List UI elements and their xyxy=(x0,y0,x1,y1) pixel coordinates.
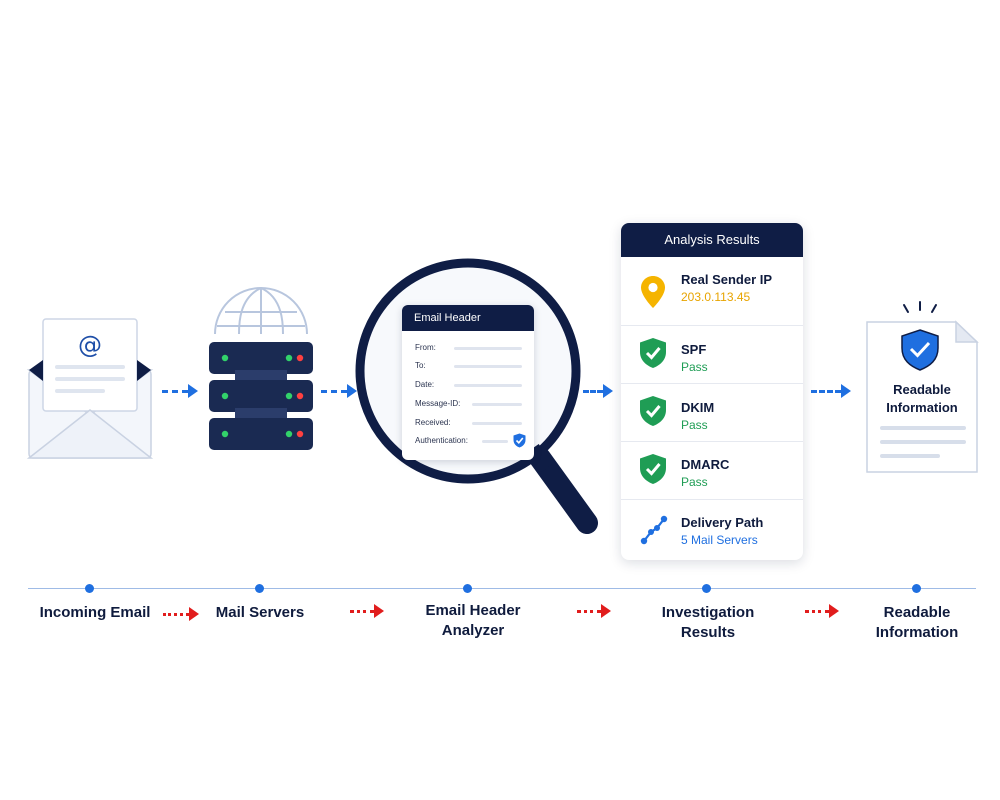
dmarc-label: DMARC xyxy=(681,457,730,472)
step-investigation-results-line2: Results xyxy=(680,624,736,641)
step-email-header-analyzer: Email Header Analyzer xyxy=(403,601,543,641)
sender-ip-value: 203.0.113.45 xyxy=(681,290,751,304)
red-flow-arrowhead-4 xyxy=(829,604,839,618)
timeline-dot-5 xyxy=(912,584,921,593)
red-flow-arrow-4 xyxy=(805,610,829,613)
header-field-message-id-line xyxy=(472,403,522,406)
flow-arrowhead-3 xyxy=(603,384,613,398)
result-row-dkim: DKIM Pass xyxy=(621,383,803,441)
header-field-from: From: xyxy=(415,343,436,352)
result-row-spf: SPF Pass xyxy=(621,325,803,383)
header-field-received: Received: xyxy=(415,418,451,427)
email-header-card: Email Header From: To: Date: Message-ID:… xyxy=(402,305,534,460)
step-readable-information: Readable Information xyxy=(852,603,982,643)
red-flow-arrow-2 xyxy=(350,610,374,613)
timeline-line xyxy=(28,588,976,589)
dkim-label: DKIM xyxy=(681,400,715,415)
delivery-path-value: 5 Mail Servers xyxy=(681,533,758,547)
shield-check-icon xyxy=(640,454,666,484)
document-title-line2: Information xyxy=(886,400,958,415)
header-field-received-line xyxy=(472,422,522,425)
red-flow-arrowhead-3 xyxy=(601,604,611,618)
document-icon xyxy=(866,301,979,473)
step-email-header-analyzer-line1: Email Header xyxy=(425,602,521,619)
path-nodes-icon xyxy=(640,515,668,545)
incoming-email-envelope: @ xyxy=(25,315,155,465)
flow-arrowhead-4 xyxy=(841,384,851,398)
delivery-path-label: Delivery Path xyxy=(681,515,764,530)
header-field-date: Date: xyxy=(415,380,435,389)
step-email-header-analyzer-line2: Analyzer xyxy=(441,622,505,639)
red-flow-arrowhead-1 xyxy=(189,607,199,621)
step-incoming-email-line1: Incoming Email xyxy=(39,604,151,621)
analysis-results-panel: Analysis Results Real Sender IP 203.0.11… xyxy=(621,223,803,560)
flow-arrow-3 xyxy=(583,390,603,393)
header-field-date-line xyxy=(454,384,522,387)
step-readable-information-line1: Readable xyxy=(883,604,951,621)
dkim-value: Pass xyxy=(681,418,708,432)
spf-value: Pass xyxy=(681,360,708,374)
document-title-line1: Readable xyxy=(893,382,951,397)
step-mail-servers-line1: Mail Servers xyxy=(215,604,305,621)
red-flow-arrowhead-2 xyxy=(374,604,384,618)
email-header-title: Email Header xyxy=(402,305,534,331)
result-row-delivery-path: Delivery Path 5 Mail Servers xyxy=(621,499,803,560)
spf-label: SPF xyxy=(681,342,707,357)
header-field-to-line xyxy=(454,365,522,368)
red-flow-arrow-3 xyxy=(577,610,601,613)
header-field-authentication-line xyxy=(482,440,508,443)
header-field-authentication: Authentication: xyxy=(415,436,468,445)
step-investigation-results: Investigation Results xyxy=(638,603,778,643)
dmarc-value: Pass xyxy=(681,475,708,489)
red-flow-arrow-1 xyxy=(163,613,189,616)
readable-information-document: Readable Information xyxy=(860,300,985,500)
shield-check-icon xyxy=(640,338,666,368)
mail-servers xyxy=(205,278,317,458)
flow-arrowhead-1 xyxy=(188,384,198,398)
timeline-dot-2 xyxy=(255,584,264,593)
timeline-dot-4 xyxy=(702,584,711,593)
result-row-sender-ip: Real Sender IP 203.0.113.45 xyxy=(621,258,803,315)
shield-check-icon xyxy=(640,396,666,426)
sender-ip-label: Real Sender IP xyxy=(681,272,773,287)
envelope-icon: @ xyxy=(26,318,154,459)
flow-arrow-4 xyxy=(811,390,841,393)
flow-arrow-1 xyxy=(162,390,188,393)
step-readable-information-line2: Information xyxy=(875,624,959,641)
header-field-to: To: xyxy=(415,361,426,370)
timeline-dot-3 xyxy=(463,584,472,593)
globe-server-icon xyxy=(209,287,313,450)
flow-arrowhead-2 xyxy=(347,384,357,398)
timeline-dot-1 xyxy=(85,584,94,593)
analysis-results-title: Analysis Results xyxy=(621,223,803,257)
location-pin-icon xyxy=(641,276,665,308)
result-row-dmarc: DMARC Pass xyxy=(621,441,803,499)
header-field-from-line xyxy=(454,347,522,350)
authentication-shield-icon xyxy=(513,433,526,448)
header-field-message-id: Message-ID: xyxy=(415,399,461,408)
step-investigation-results-line1: Investigation xyxy=(661,604,755,621)
step-incoming-email: Incoming Email xyxy=(30,603,160,623)
flow-arrow-2 xyxy=(321,390,347,393)
svg-text:@: @ xyxy=(78,331,102,359)
step-mail-servers: Mail Servers xyxy=(205,603,315,623)
